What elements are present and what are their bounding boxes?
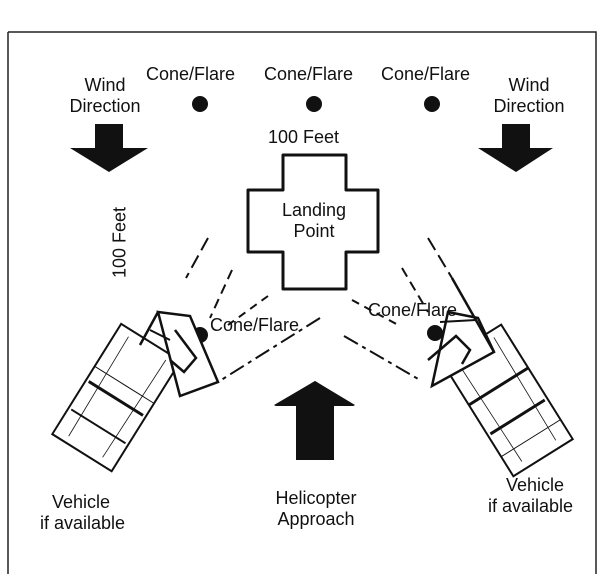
wind-direction-label-right: Wind Direction	[484, 75, 574, 117]
wind-direction-right-line1: Wind	[508, 75, 550, 95]
wind-direction-label-left: Wind Direction	[60, 75, 150, 117]
wind-arrow-left	[70, 124, 148, 172]
cone-flare-label-top-right: Cone/Flare	[381, 64, 471, 84]
right-approach-lines	[343, 237, 453, 381]
helicopter-approach-label: Helicopter Approach	[256, 488, 376, 530]
distance-label-left: 100 Feet	[109, 206, 130, 279]
wind-direction-left-line2: Direction	[69, 96, 141, 116]
landing-point-cross	[246, 153, 380, 291]
left-approach-lines	[185, 237, 321, 383]
helicopter-approach-line2: Approach	[277, 509, 355, 529]
landing-point-line1: Landing	[281, 200, 347, 220]
wind-arrow-right	[478, 124, 553, 172]
cone-flare-marker-lower-right	[427, 325, 443, 341]
cone-flare-label-lower-left: Cone/Flare	[210, 315, 300, 335]
vehicle-label-right: Vehicle if available	[488, 475, 573, 517]
landing-point-line2: Point	[293, 221, 335, 241]
cone-flare-label-lower-right: Cone/Flare	[368, 300, 458, 320]
frame-border	[7, 31, 597, 574]
vehicle-right	[427, 277, 575, 478]
cone-flare-marker-top-right	[424, 96, 440, 112]
cone-flare-marker-top-left	[192, 96, 208, 112]
cone-flare-label-top-left: Cone/Flare	[146, 64, 236, 84]
wind-direction-right-line2: Direction	[493, 96, 565, 116]
helicopter-approach-line1: Helicopter	[275, 488, 357, 508]
vehicle-right-line1: Vehicle	[506, 475, 565, 495]
distance-label-top: 100 Feet	[268, 127, 340, 147]
wind-direction-left-line1: Wind	[84, 75, 126, 95]
vehicle-left-line1: Vehicle	[52, 492, 111, 512]
landing-point-label: Landing Point	[266, 200, 362, 242]
vehicle-left	[50, 310, 220, 473]
cone-flare-marker-top-center	[306, 96, 322, 112]
vehicle-right-line2: if available	[488, 496, 574, 516]
vehicle-left-line2: if available	[40, 513, 126, 533]
vehicle-label-left: Vehicle if available	[40, 492, 125, 534]
cone-flare-label-top-center: Cone/Flare	[264, 64, 354, 84]
